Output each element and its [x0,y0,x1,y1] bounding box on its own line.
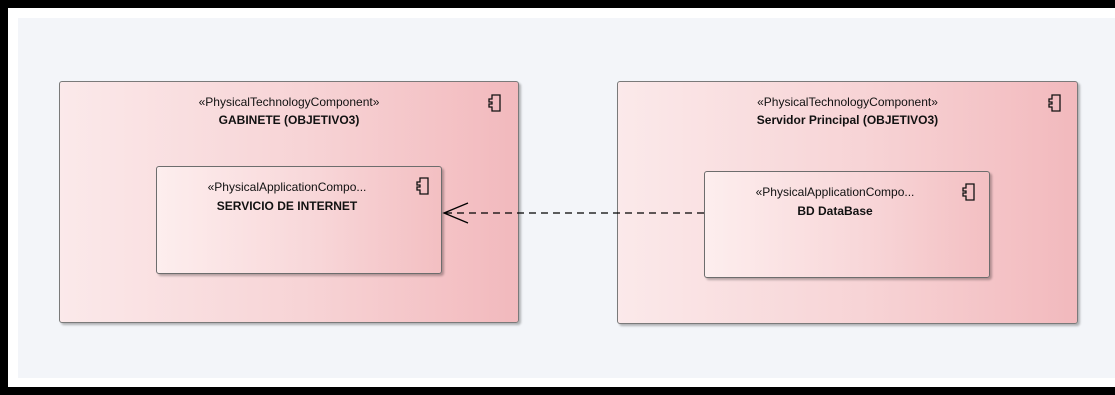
servicio-internet-stereotype: «PhysicalApplicationCompo... [207,180,367,194]
servicio-internet-node[interactable]: «PhysicalApplicationCompo... SERVICIO DE… [156,166,442,274]
bd-database-stereotype: «PhysicalApplicationCompo... [755,185,915,199]
bd-database-node[interactable]: «PhysicalApplicationCompo... BD DataBase [704,171,990,278]
servidor-principal-stereotype: «PhysicalTechnologyComponent» [757,95,938,109]
gabinete-stereotype: «PhysicalTechnologyComponent» [198,95,380,109]
component-icon [488,94,501,112]
component-icon [416,177,429,195]
component-icon [1048,94,1061,112]
servidor-principal-name: Servidor Principal (OBJETIVO3) [756,113,939,127]
gabinete-name: GABINETE (OBJETIVO3) [218,113,360,127]
servicio-internet-name: SERVICIO DE INTERNET [216,199,358,213]
dependency-arrowhead [442,202,469,224]
component-icon [962,183,975,201]
bd-database-name: BD DataBase [797,204,873,218]
